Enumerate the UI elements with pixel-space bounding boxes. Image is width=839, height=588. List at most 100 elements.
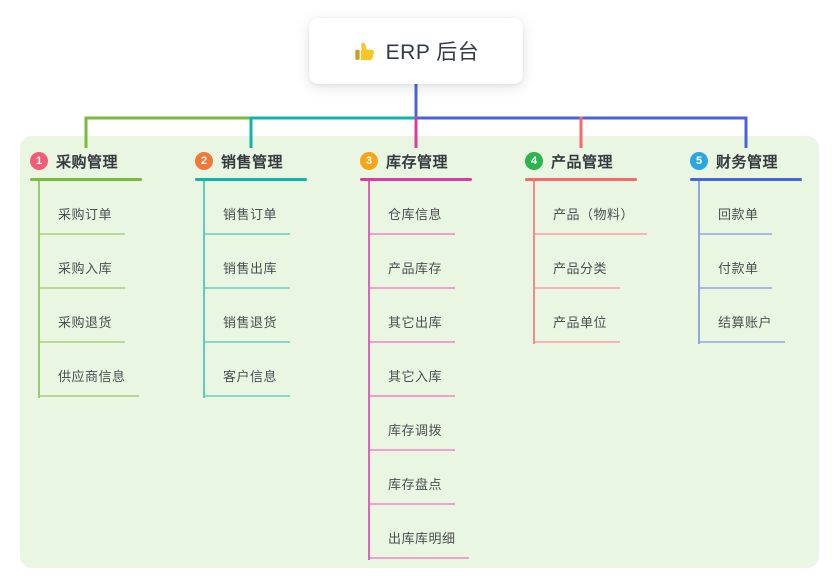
child-node-5-1[interactable]: 回款单 xyxy=(698,204,772,235)
child-node-2-3[interactable]: 销售退货 xyxy=(203,312,291,343)
branch-number-badge: 1 xyxy=(30,152,48,170)
child-node-4-1[interactable]: 产品（物料） xyxy=(533,204,648,235)
child-label: 产品库存 xyxy=(388,261,443,276)
branch-column-1: 1 采购管理采购订单采购入库采购退货供应商信息 xyxy=(30,150,190,398)
child-node-3-4[interactable]: 其它入库 xyxy=(368,366,456,397)
child-node-4-2[interactable]: 产品分类 xyxy=(533,258,621,289)
child-label: 产品分类 xyxy=(553,261,608,276)
branch-underline xyxy=(195,178,307,181)
branch-children: 仓库信息产品库存其它出库其它入库库存调拨库存盘点出库库明细 xyxy=(360,181,520,560)
thumbs-up-icon xyxy=(353,40,376,63)
child-node-5-2[interactable]: 付款单 xyxy=(698,258,772,289)
child-node-1-1[interactable]: 采购订单 xyxy=(38,204,126,235)
child-label: 出库库明细 xyxy=(388,531,456,546)
branch-header-4[interactable]: 4 产品管理 xyxy=(525,150,685,172)
child-node-2-1[interactable]: 销售订单 xyxy=(203,204,291,235)
child-row: 客户信息 xyxy=(195,343,355,397)
child-label: 销售订单 xyxy=(223,207,278,222)
child-node-1-4[interactable]: 供应商信息 xyxy=(38,366,139,397)
child-row: 其它入库 xyxy=(360,343,520,397)
child-connector-spine xyxy=(203,181,205,398)
child-label: 仓库信息 xyxy=(388,207,443,222)
branch-column-3: 3 库存管理仓库信息产品库存其它出库其它入库库存调拨库存盘点出库库明细 xyxy=(360,150,520,560)
child-label: 采购入库 xyxy=(58,261,113,276)
child-row: 库存盘点 xyxy=(360,451,520,505)
child-node-2-2[interactable]: 销售出库 xyxy=(203,258,291,289)
child-node-1-2[interactable]: 采购入库 xyxy=(38,258,126,289)
child-label: 销售退货 xyxy=(223,315,278,330)
child-connector-spine xyxy=(533,181,535,344)
child-row: 产品单位 xyxy=(525,289,685,343)
branch-header-3[interactable]: 3 库存管理 xyxy=(360,150,520,172)
child-connector-spine xyxy=(38,181,40,398)
child-node-3-2[interactable]: 产品库存 xyxy=(368,258,456,289)
branch-underline xyxy=(525,178,637,181)
child-label: 库存调拨 xyxy=(388,423,443,438)
branch-children: 回款单付款单结算账户 xyxy=(690,181,839,344)
child-label: 回款单 xyxy=(718,207,759,222)
branch-column-4: 4 产品管理产品（物料） 产品分类产品单位 xyxy=(525,150,685,344)
branch-title: 产品管理 xyxy=(551,153,614,171)
child-row: 采购订单 xyxy=(30,181,190,235)
branch-number-badge: 2 xyxy=(195,152,213,170)
child-row: 其它出库 xyxy=(360,289,520,343)
child-row: 产品（物料） xyxy=(525,181,685,235)
child-node-3-6[interactable]: 库存盘点 xyxy=(368,474,456,505)
branch-underline xyxy=(30,178,142,181)
root-node[interactable]: ERP 后台 xyxy=(309,18,523,84)
branch-number-badge: 4 xyxy=(525,152,543,170)
branch-children: 采购订单采购入库采购退货供应商信息 xyxy=(30,181,190,398)
child-row: 销售订单 xyxy=(195,181,355,235)
branch-title: 财务管理 xyxy=(716,153,779,171)
child-connector-spine xyxy=(368,181,370,560)
child-row: 结算账户 xyxy=(690,289,839,343)
branch-title: 库存管理 xyxy=(386,153,449,171)
child-node-3-7[interactable]: 出库库明细 xyxy=(368,528,469,559)
child-row: 付款单 xyxy=(690,235,839,289)
child-row: 产品分类 xyxy=(525,235,685,289)
child-label: 产品单位 xyxy=(553,315,608,330)
child-node-4-3[interactable]: 产品单位 xyxy=(533,312,621,343)
child-label: 采购订单 xyxy=(58,207,113,222)
child-row: 销售出库 xyxy=(195,235,355,289)
child-node-1-3[interactable]: 采购退货 xyxy=(38,312,126,343)
child-row: 回款单 xyxy=(690,181,839,235)
child-label: 产品（物料） xyxy=(553,207,635,222)
child-connector-spine xyxy=(698,181,700,344)
child-row: 仓库信息 xyxy=(360,181,520,235)
child-label: 采购退货 xyxy=(58,315,113,330)
branch-header-1[interactable]: 1 采购管理 xyxy=(30,150,190,172)
child-row: 采购退货 xyxy=(30,289,190,343)
child-label: 库存盘点 xyxy=(388,477,443,492)
child-row: 供应商信息 xyxy=(30,343,190,397)
branch-underline xyxy=(360,178,472,181)
child-row: 采购入库 xyxy=(30,235,190,289)
child-label: 其它入库 xyxy=(388,369,443,384)
child-node-2-4[interactable]: 客户信息 xyxy=(203,366,291,397)
child-label: 供应商信息 xyxy=(58,369,126,384)
branch-number-badge: 5 xyxy=(690,152,708,170)
branches-panel xyxy=(20,136,819,568)
branch-children: 销售订单销售出库销售退货客户信息 xyxy=(195,181,355,398)
child-node-3-1[interactable]: 仓库信息 xyxy=(368,204,456,235)
branch-title: 采购管理 xyxy=(56,153,119,171)
child-label: 客户信息 xyxy=(223,369,278,384)
child-row: 出库库明细 xyxy=(360,505,520,559)
child-label: 销售出库 xyxy=(223,261,278,276)
root-title: ERP 后台 xyxy=(385,41,480,64)
branch-column-5: 5 财务管理回款单付款单结算账户 xyxy=(690,150,839,344)
child-node-5-3[interactable]: 结算账户 xyxy=(698,312,786,343)
branch-header-5[interactable]: 5 财务管理 xyxy=(690,150,839,172)
child-label: 付款单 xyxy=(718,261,759,276)
child-row: 产品库存 xyxy=(360,235,520,289)
child-node-3-5[interactable]: 库存调拨 xyxy=(368,420,456,451)
child-label: 结算账户 xyxy=(718,315,773,330)
branch-underline xyxy=(690,178,802,181)
child-row: 销售退货 xyxy=(195,289,355,343)
child-node-3-3[interactable]: 其它出库 xyxy=(368,312,456,343)
child-label: 其它出库 xyxy=(388,315,443,330)
branch-number-badge: 3 xyxy=(360,152,378,170)
